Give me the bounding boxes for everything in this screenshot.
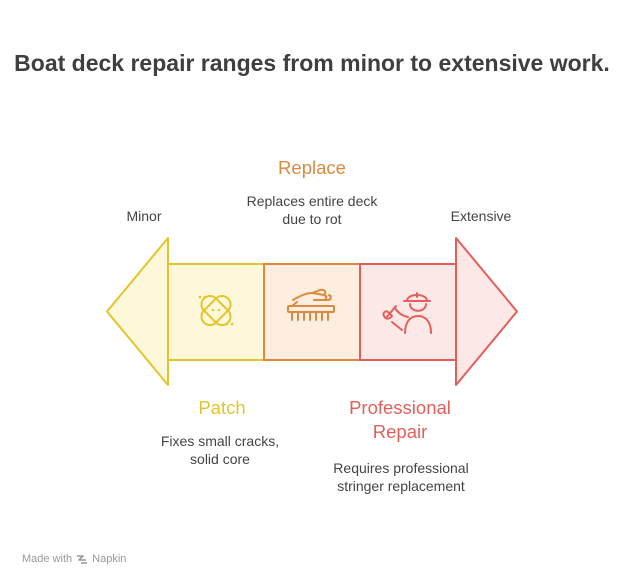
footer-brand: Napkin xyxy=(92,553,127,565)
napkin-logo-icon xyxy=(77,554,88,564)
footer-text: Made with xyxy=(22,553,73,565)
stage-description-patch: Fixes small cracks, solid core xyxy=(160,433,280,467)
stage-description-professional-repair: Requires professional stringer replaceme… xyxy=(333,460,469,494)
stage-heading-patch: Patch xyxy=(198,397,246,418)
stage-heading-replace: Replace xyxy=(278,157,346,178)
stage-description-replace: Replaces entire deck due to rot xyxy=(246,193,378,227)
bandage-icon xyxy=(198,294,234,327)
diagram-title: Boat deck repair ranges from minor to ex… xyxy=(14,50,610,76)
left-arrowhead xyxy=(106,237,169,386)
made-with-napkin-footer: Made with Napkin xyxy=(22,553,126,565)
segment-professional-repair xyxy=(359,263,457,361)
segment-patch xyxy=(167,263,265,361)
label-extensive: Extensive xyxy=(450,208,512,224)
worker-icon xyxy=(382,292,432,334)
label-minor: Minor xyxy=(126,208,162,224)
stage-heading-professional-repair: Professional Repair xyxy=(349,397,451,442)
brush-hand-icon xyxy=(287,288,335,321)
right-arrowhead xyxy=(455,237,518,386)
